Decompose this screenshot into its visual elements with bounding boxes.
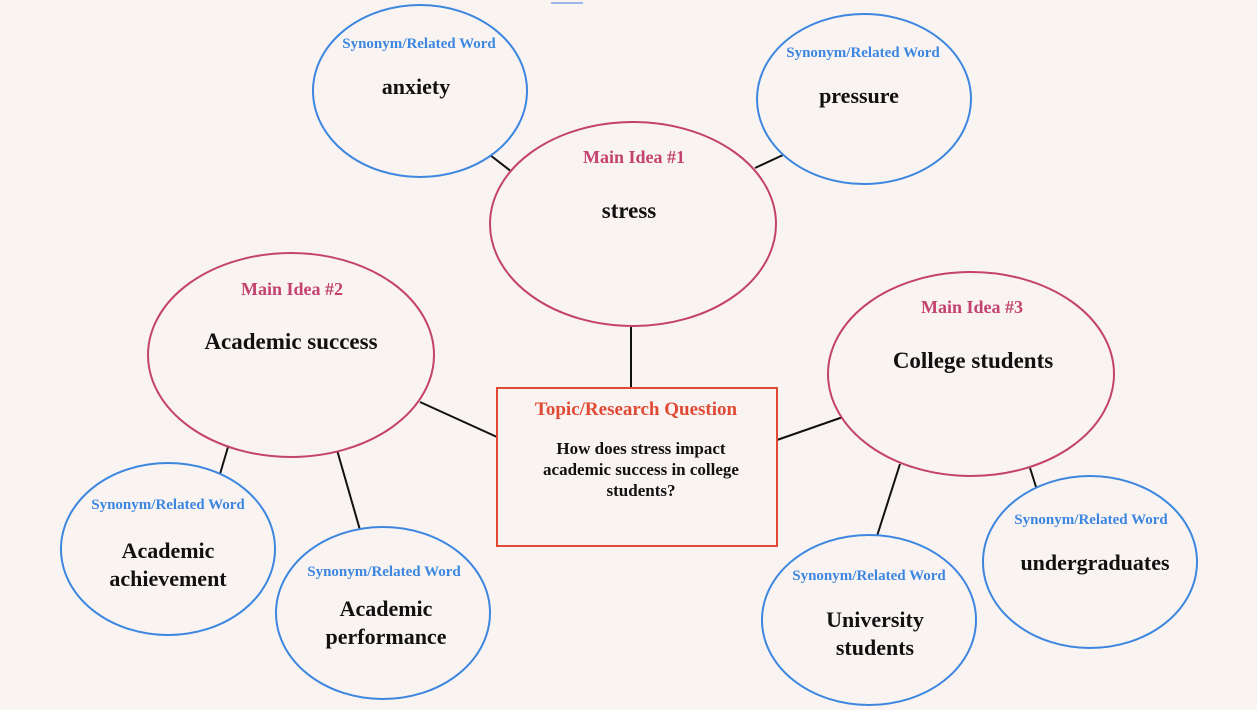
synonym-word-anxiety: anxiety <box>381 74 451 99</box>
connector <box>336 449 361 531</box>
synonym-bubble-pressure <box>756 13 972 185</box>
synonym-label: Synonym/Related Word <box>792 568 946 584</box>
connector <box>754 154 784 169</box>
main-idea-bubble-3 <box>827 271 1115 477</box>
synonym-label: Synonym/Related Word <box>1014 512 1168 528</box>
connectors <box>219 154 1038 537</box>
connector <box>489 154 513 173</box>
synonym-bubble-university <box>761 534 977 706</box>
synonym-label: Synonym/Related Word <box>786 45 940 61</box>
synonym-label: Synonym/Related Word <box>342 36 496 52</box>
connector <box>776 416 844 441</box>
synonym-bubble-achievement <box>60 462 276 636</box>
main-idea-word-3: College students <box>892 348 1054 373</box>
connector <box>876 463 901 537</box>
connector <box>419 401 498 438</box>
synonym-bubble-anxiety <box>312 4 528 178</box>
main-idea-label-3: Main Idea #3 <box>920 297 1024 317</box>
synonym-word-pressure: pressure <box>819 83 899 108</box>
synonym-word-achievement: Academic achievement <box>109 538 227 591</box>
main-idea-bubble-2 <box>147 252 435 458</box>
topic-question: How does stress impact academic success … <box>543 439 739 500</box>
main-idea-label-2: Main Idea #2 <box>240 279 344 299</box>
main-idea-word-2: Academic success <box>204 329 378 354</box>
synonym-bubble-undergraduates <box>982 475 1198 649</box>
main-idea-word-1: stress <box>601 198 657 223</box>
top-indicator <box>551 2 583 4</box>
synonym-word-undergraduates: undergraduates <box>1020 550 1170 575</box>
main-idea-bubble-1 <box>489 121 777 327</box>
synonym-bubble-performance <box>275 526 491 700</box>
main-idea-label-1: Main Idea #1 <box>582 147 686 167</box>
connector <box>219 446 229 475</box>
synonym-word-performance: Academic performance <box>325 596 447 649</box>
synonym-label: Synonym/Related Word <box>91 497 245 513</box>
synonym-word-university: University students <box>826 607 924 660</box>
synonym-label: Synonym/Related Word <box>307 564 461 580</box>
topic-box <box>496 387 778 547</box>
connector <box>1029 467 1038 491</box>
topic-label: Topic/Research Question <box>534 399 738 420</box>
